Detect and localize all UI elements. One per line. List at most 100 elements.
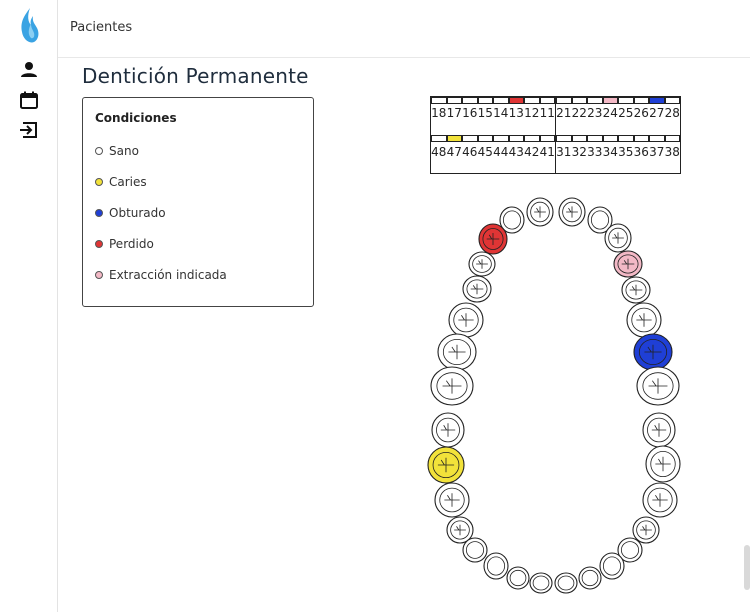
tooth-status-box[interactable] (602, 135, 618, 142)
tooth-number[interactable]: 31 (556, 145, 572, 159)
tooth[interactable] (448, 302, 484, 338)
tooth[interactable] (626, 302, 662, 338)
tooth-status-box[interactable] (539, 97, 555, 104)
tooth[interactable] (430, 366, 474, 406)
tooth-number[interactable]: 27 (649, 106, 665, 120)
tooth[interactable] (632, 516, 660, 544)
tooth-status-box[interactable] (508, 97, 524, 104)
tooth-status-box[interactable] (587, 97, 603, 104)
tooth-status-box[interactable] (649, 135, 665, 142)
legend-item-extraccion[interactable]: Extracción indicada (95, 268, 227, 282)
tooth[interactable] (437, 333, 477, 371)
tooth-number[interactable]: 37 (649, 145, 665, 159)
tooth-number[interactable]: 28 (664, 106, 680, 120)
tooth[interactable] (613, 250, 643, 278)
tooth-status-box[interactable] (649, 97, 665, 104)
tooth[interactable] (621, 276, 651, 304)
scrollbar[interactable] (744, 545, 750, 590)
tooth-number[interactable]: 45 (477, 145, 493, 159)
tooth[interactable] (529, 572, 553, 594)
calendar-icon[interactable] (19, 90, 39, 110)
tooth[interactable] (645, 445, 681, 483)
tooth-number[interactable]: 36 (633, 145, 649, 159)
tooth[interactable] (604, 223, 632, 253)
legend-item-obturado[interactable]: Obturado (95, 206, 166, 220)
tooth-number[interactable]: 16 (462, 106, 478, 120)
tooth[interactable] (599, 552, 625, 580)
tooth-number[interactable]: 33 (587, 145, 603, 159)
flame-logo-icon[interactable] (16, 6, 42, 46)
tooth-status-box[interactable] (539, 135, 555, 142)
tooth-status-box[interactable] (664, 135, 680, 142)
tooth-number[interactable]: 38 (664, 145, 680, 159)
tooth[interactable] (506, 566, 530, 590)
tooth-status-box[interactable] (477, 135, 493, 142)
tooth-status-box[interactable] (477, 97, 493, 104)
tooth-number[interactable]: 23 (587, 106, 603, 120)
tooth-number[interactable]: 42 (524, 145, 540, 159)
tooth[interactable] (427, 446, 465, 484)
tooth[interactable] (462, 537, 488, 563)
tooth-number[interactable]: 17 (446, 106, 462, 120)
tooth-status-box[interactable] (446, 97, 462, 104)
tooth-number[interactable]: 47 (446, 145, 462, 159)
tooth[interactable] (617, 537, 643, 563)
tooth-status-box[interactable] (493, 97, 509, 104)
tooth-status-box[interactable] (556, 97, 572, 104)
tooth[interactable] (478, 223, 508, 255)
tooth-number[interactable]: 22 (571, 106, 587, 120)
tooth-status-box[interactable] (633, 97, 649, 104)
tooth-number[interactable]: 32 (571, 145, 587, 159)
tooth-status-box[interactable] (446, 135, 462, 142)
tooth-status-box[interactable] (493, 135, 509, 142)
tooth-status-box[interactable] (571, 97, 587, 104)
tooth-status-box[interactable] (556, 135, 572, 142)
tooth[interactable] (468, 251, 496, 277)
tooth-status-box[interactable] (587, 135, 603, 142)
tooth-number[interactable]: 41 (539, 145, 555, 159)
tooth-status-box[interactable] (633, 135, 649, 142)
tooth-status-box[interactable] (618, 135, 634, 142)
tooth-number[interactable]: 15 (477, 106, 493, 120)
breadcrumb[interactable]: Pacientes (70, 20, 133, 35)
tooth-number[interactable]: 35 (618, 145, 634, 159)
tooth-number[interactable]: 18 (431, 106, 447, 120)
legend-item-sano[interactable]: Sano (95, 144, 139, 158)
tooth-number[interactable]: 21 (556, 106, 572, 120)
tooth[interactable] (499, 206, 525, 234)
tooth-number[interactable]: 11 (539, 106, 555, 120)
tooth-status-box[interactable] (462, 97, 478, 104)
tooth-number[interactable]: 46 (462, 145, 478, 159)
tooth-number[interactable]: 25 (618, 106, 634, 120)
tooth-number[interactable]: 43 (508, 145, 524, 159)
tooth-number[interactable]: 34 (602, 145, 618, 159)
tooth[interactable] (587, 206, 613, 234)
legend-item-caries[interactable]: Caries (95, 175, 147, 189)
legend-item-perdido[interactable]: Perdido (95, 237, 154, 251)
tooth[interactable] (642, 412, 676, 448)
tooth[interactable] (526, 197, 554, 227)
tooth-number[interactable]: 24 (602, 106, 618, 120)
tooth[interactable] (446, 516, 474, 544)
tooth-number[interactable]: 48 (431, 145, 447, 159)
tooth-status-box[interactable] (524, 97, 540, 104)
tooth-status-box[interactable] (602, 97, 618, 104)
tooth-status-box[interactable] (431, 135, 447, 142)
tooth-status-box[interactable] (618, 97, 634, 104)
tooth[interactable] (554, 572, 578, 594)
tooth[interactable] (558, 197, 586, 227)
tooth-number[interactable]: 12 (524, 106, 540, 120)
tooth[interactable] (578, 566, 602, 590)
tooth-number[interactable]: 44 (493, 145, 509, 159)
tooth-status-box[interactable] (508, 135, 524, 142)
logout-icon[interactable] (19, 120, 39, 140)
tooth-number[interactable]: 26 (633, 106, 649, 120)
tooth[interactable] (633, 333, 673, 371)
tooth[interactable] (642, 482, 678, 518)
tooth[interactable] (462, 275, 492, 303)
tooth-status-box[interactable] (571, 135, 587, 142)
tooth[interactable] (483, 552, 509, 580)
tooth-number[interactable]: 14 (493, 106, 509, 120)
tooth[interactable] (636, 366, 680, 406)
tooth-status-box[interactable] (462, 135, 478, 142)
